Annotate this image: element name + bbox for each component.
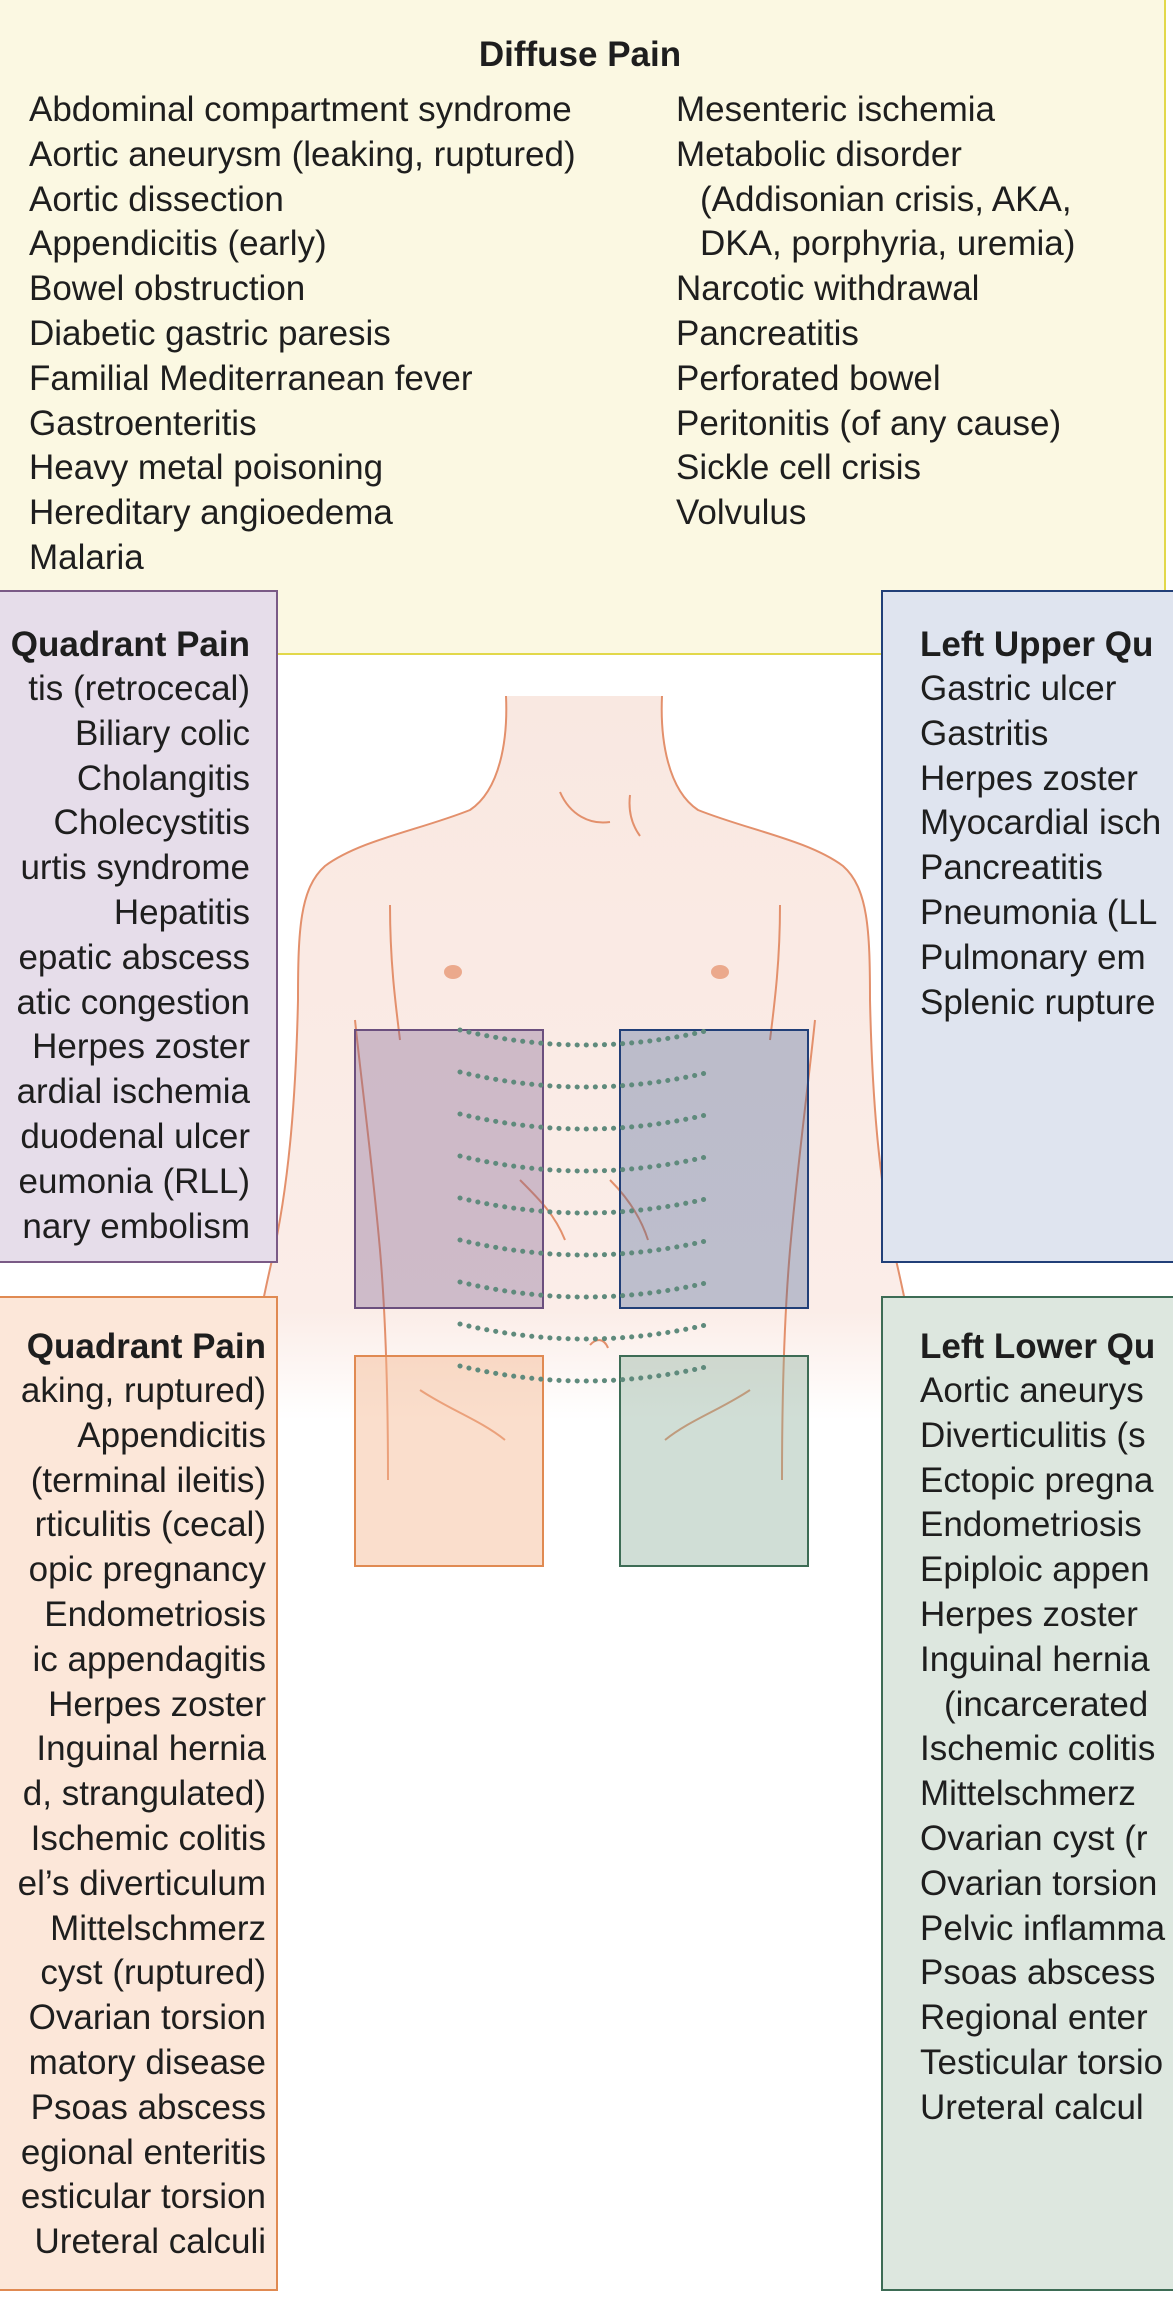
diffuse-pain-title: Diffuse Pain (478, 35, 682, 74)
list-item: Pancreatitis (676, 313, 859, 353)
list-item: Ovarian cyst (r (920, 1818, 1148, 1858)
list-item: Metabolic disorder (676, 134, 962, 174)
list-item: Familial Mediterranean fever (29, 358, 473, 398)
list-item: (incarcerated (944, 1684, 1149, 1724)
list-item: matory disease (28, 2042, 266, 2082)
list-item: d, strangulated) (22, 1774, 266, 1814)
right-upper-quadrant-overlay (354, 1029, 544, 1309)
left-upper-quadrant-title: Left Upper Qu (920, 625, 1154, 664)
left-lower-quadrant-title: Left Lower Qu (920, 1327, 1156, 1366)
list-item: Mittelschmerz (50, 1908, 266, 1948)
list-item: Gastritis (920, 713, 1049, 753)
nipple-left (711, 965, 729, 979)
left-lower-quadrant-box: Left Lower Qu Aortic aneurys Diverticuli… (881, 1296, 1173, 2291)
right-lower-quadrant-box: Quadrant Pain aking, ruptured) Appendici… (0, 1296, 278, 2291)
list-item: Pelvic inflamma (920, 1908, 1166, 1948)
list-item: Cholecystitis (53, 803, 250, 843)
list-item: Bowel obstruction (29, 269, 306, 309)
list-item: Pulmonary em (920, 937, 1146, 977)
list-item: cyst (ruptured) (40, 1953, 266, 1993)
list-item: Herpes zoster (920, 758, 1138, 798)
list-item: Gastric ulcer (920, 669, 1117, 708)
left-upper-quadrant-box: Left Upper Qu Gastric ulcer Gastritis He… (881, 590, 1173, 1263)
list-item: Ureteral calcul (920, 2087, 1144, 2127)
list-item: opic pregnancy (28, 1550, 266, 1590)
list-item: Inguinal hernia (920, 1639, 1150, 1679)
list-item: nary embolism (22, 1206, 250, 1246)
list-item: Testicular torsio (920, 2042, 1164, 2082)
list-item: Pancreatitis (920, 848, 1103, 888)
left-upper-quadrant-overlay (619, 1029, 809, 1309)
list-item: ic appendagitis (32, 1639, 267, 1679)
list-item: Volvulus (676, 493, 807, 533)
list-item: (Addisonian crisis, AKA, (700, 179, 1072, 219)
list-item: Peritonitis (of any cause) (676, 403, 1062, 443)
list-item: Perforated bowel (676, 358, 941, 398)
list-item: DKA, porphyria, uremia) (700, 224, 1076, 264)
list-item: Endometriosis (44, 1594, 266, 1634)
list-item: Aortic aneurysm (leaking, ruptured) (29, 134, 576, 174)
list-item: Psoas abscess (30, 2087, 266, 2127)
list-item: tis (retrocecal) (28, 669, 250, 708)
list-item: Cholangitis (76, 758, 250, 798)
list-item: Pneumonia (LL (920, 892, 1158, 932)
nipple-right (444, 965, 462, 979)
list-item: Gastroenteritis (29, 403, 257, 443)
list-item: egional enteritis (20, 2132, 266, 2172)
list-item: Ischemic colitis (920, 1729, 1156, 1769)
list-item: Splenic rupture (920, 982, 1156, 1022)
list-item: Endometriosis (920, 1505, 1142, 1545)
list-item: Ovarian torsion (28, 1998, 266, 2038)
list-item: esticular torsion (20, 2177, 266, 2217)
list-item: Abdominal compartment syndrome (29, 90, 572, 129)
list-item: Heavy metal poisoning (29, 448, 384, 488)
diffuse-pain-box: Diffuse Pain Abdominal compartment syndr… (0, 0, 1166, 655)
list-item: atic congestion (16, 982, 250, 1022)
list-item: Malaria (29, 537, 144, 577)
list-item: Appendicitis (early) (29, 224, 327, 264)
list-item: Herpes zoster (48, 1684, 266, 1724)
list-item: urtis syndrome (20, 848, 250, 888)
list-item: Regional enter (920, 1998, 1148, 2038)
list-item: aking, ruptured) (20, 1371, 266, 1410)
list-item: Mesenteric ischemia (676, 90, 995, 129)
diffuse-pain-left-list: Abdominal compartment syndrome Aortic an… (29, 88, 576, 581)
list-item: Mittelschmerz (920, 1774, 1136, 1814)
right-upper-quadrant-box: Quadrant Pain tis (retrocecal) Biliary c… (0, 590, 278, 1263)
list-item: Appendicitis (77, 1415, 266, 1455)
list-item: Epiploic appen (920, 1550, 1150, 1590)
list-item: Sickle cell crisis (676, 448, 922, 488)
list-item: Ischemic colitis (30, 1818, 266, 1858)
list-item: Ectopic pregna (920, 1460, 1154, 1500)
list-item: Diverticulitis (s (920, 1415, 1146, 1455)
list-item: Aortic dissection (29, 179, 284, 219)
list-item: Psoas abscess (920, 1953, 1156, 1993)
list-item: Diabetic gastric paresis (29, 313, 391, 353)
list-item: ardial ischemia (16, 1072, 250, 1112)
list-item: Ovarian torsion (920, 1863, 1158, 1903)
right-lower-quadrant-title: Quadrant Pain (26, 1327, 266, 1366)
list-item: Aortic aneurys (920, 1371, 1144, 1410)
diffuse-pain-dotted-arcs (457, 1027, 713, 1384)
right-lower-quadrant-overlay (354, 1355, 544, 1567)
list-item: (terminal ileitis) (30, 1460, 266, 1500)
list-item: epatic abscess (18, 937, 250, 977)
right-upper-quadrant-title: Quadrant Pain (10, 625, 250, 664)
left-lower-quadrant-overlay (619, 1355, 809, 1567)
list-item: Herpes zoster (32, 1027, 250, 1067)
list-item: Myocardial isch (920, 803, 1162, 843)
list-item: rticulitis (cecal) (34, 1505, 266, 1545)
list-item: Hepatitis (113, 892, 250, 932)
list-item: el’s diverticulum (17, 1863, 266, 1903)
list-item: Herpes zoster (920, 1594, 1138, 1634)
torso-body (239, 695, 931, 1481)
list-item: Narcotic withdrawal (676, 269, 980, 309)
list-item: eumonia (RLL) (18, 1161, 251, 1201)
list-item: Hereditary angioedema (29, 493, 393, 533)
list-item: duodenal ulcer (20, 1116, 250, 1156)
diffuse-pain-right-list: Mesenteric ischemia Metabolic disorder (… (676, 88, 1075, 536)
list-item: Ureteral calculi (34, 2222, 266, 2262)
list-item: Inguinal hernia (36, 1729, 266, 1769)
list-item: Biliary colic (74, 713, 250, 753)
